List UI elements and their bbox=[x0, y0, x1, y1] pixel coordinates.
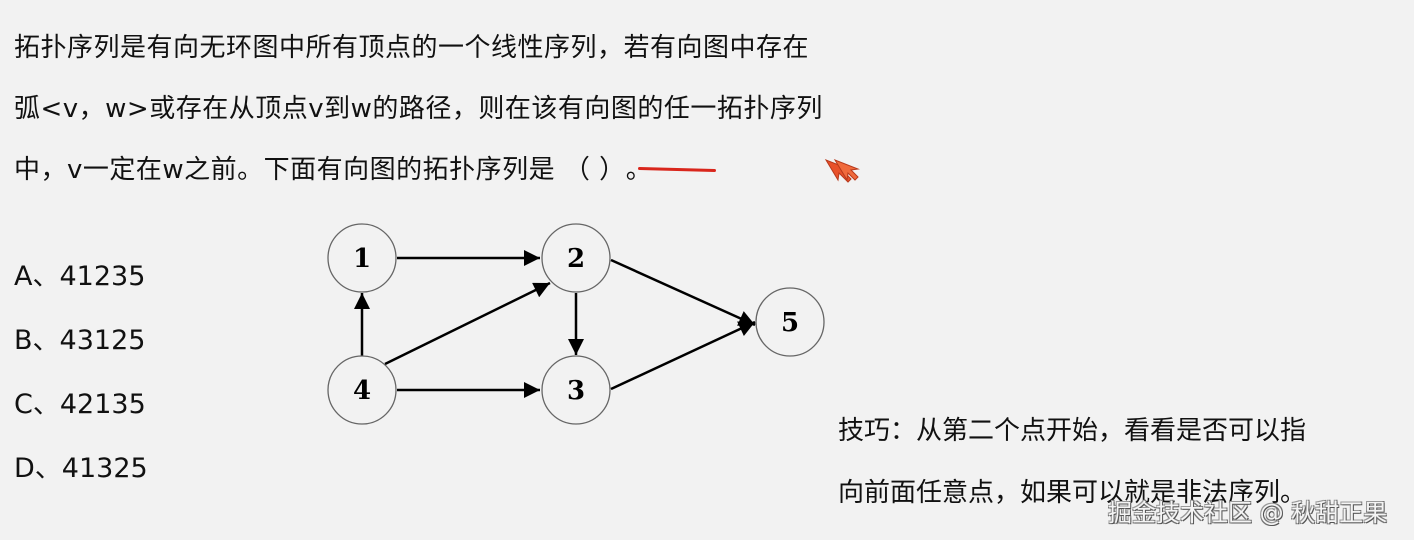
answer-blank: （ ） bbox=[563, 155, 626, 185]
tip-line-1: 技巧：从第二个点开始，看看是否可以指 bbox=[838, 416, 1307, 446]
question-text: 拓扑序列是有向无环图中所有顶点的一个线性序列，若有向图中存在 弧<v，w>或存在… bbox=[14, 18, 924, 201]
option-letter: B、 bbox=[14, 325, 60, 356]
edge-2-5 bbox=[610, 258, 756, 327]
graph-node-5: 5 bbox=[755, 287, 825, 357]
node-label: 4 bbox=[353, 376, 371, 406]
tip-line-2: 向前面任意点，如果可以就是非法序列。 bbox=[838, 478, 1307, 508]
node-label: 3 bbox=[567, 376, 585, 406]
option-value: 42135 bbox=[59, 389, 146, 420]
edge-3-5 bbox=[610, 320, 756, 391]
graph-node-3: 3 bbox=[541, 355, 611, 425]
option-value: 41325 bbox=[61, 453, 148, 484]
double-arrow-cursor-icon bbox=[824, 159, 860, 183]
node-label: 2 bbox=[567, 244, 585, 274]
answer-options: A、41235 B、43125 C、42135 D、41325 bbox=[14, 245, 148, 501]
question-line-2: 弧<v，w>或存在从顶点v到w的路径，则在该有向图的任一拓扑序列 bbox=[14, 94, 823, 124]
graph-node-1: 1 bbox=[327, 223, 397, 293]
option-c[interactable]: C、42135 bbox=[14, 373, 148, 437]
node-label: 5 bbox=[781, 308, 799, 338]
option-a[interactable]: A、41235 bbox=[14, 245, 148, 309]
option-b[interactable]: B、43125 bbox=[14, 309, 148, 373]
edge-4-2 bbox=[384, 281, 551, 366]
node-label: 1 bbox=[353, 244, 371, 274]
question-line-3-text: 中，v一定在w之前。下面有向图的拓扑序列是 bbox=[14, 155, 556, 185]
graph-node-2: 2 bbox=[541, 223, 611, 293]
option-d[interactable]: D、41325 bbox=[14, 437, 148, 501]
graph-edges bbox=[354, 250, 756, 398]
option-letter: D、 bbox=[14, 453, 62, 484]
option-letter: C、 bbox=[14, 389, 60, 420]
question-line-1: 拓扑序列是有向无环图中所有顶点的一个线性序列，若有向图中存在 bbox=[14, 33, 810, 63]
watermark: 掘金技术社区 @ 秋甜正果 bbox=[1108, 499, 1388, 527]
graph-node-4: 4 bbox=[327, 355, 397, 425]
option-value: 41235 bbox=[59, 261, 146, 292]
option-letter: A、 bbox=[14, 261, 60, 292]
option-value: 43125 bbox=[59, 325, 146, 356]
tip-text: 技巧：从第二个点开始，看看是否可以指 向前面任意点，如果可以就是非法序列。 bbox=[838, 400, 1398, 524]
